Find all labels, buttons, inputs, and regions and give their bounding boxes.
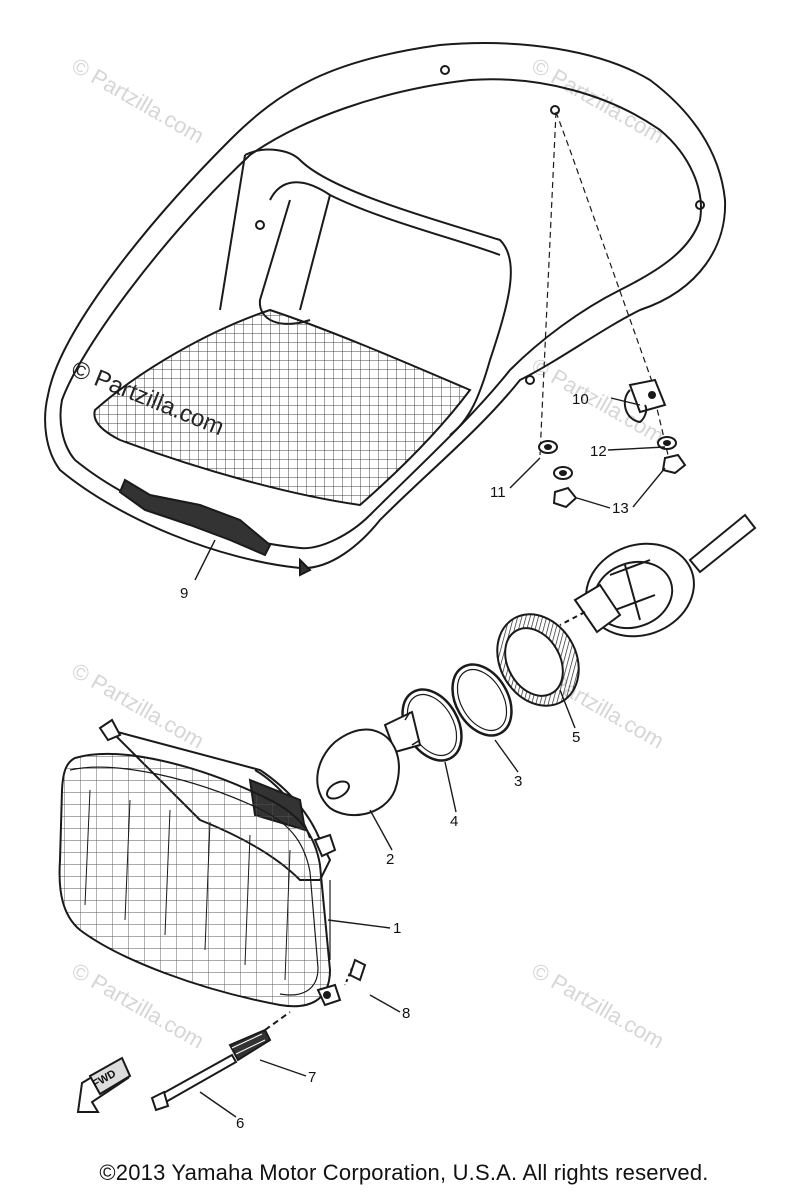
part-socket (559, 513, 757, 638)
callout-12: 12 (590, 443, 607, 460)
callout-2: 2 (386, 851, 394, 868)
leader-lines (194, 397, 666, 1118)
callout-8: 8 (402, 1005, 410, 1022)
callout-10: 10 (572, 391, 589, 408)
callouts: 9 10 11 12 13 5 3 4 2 1 8 7 6 (180, 391, 629, 1132)
part-cowl (44, 42, 727, 577)
part-screw-small (344, 958, 367, 986)
watermark-text: © Partzilla.com (68, 53, 209, 149)
part-headlight (58, 718, 342, 1008)
callout-9: 9 (180, 585, 188, 602)
watermark-text: © Partzilla.com (528, 53, 669, 149)
callout-11: 11 (490, 484, 506, 501)
screw-guide-lines (539, 111, 669, 456)
callout-4: 4 (450, 813, 458, 830)
callout-7: 7 (308, 1069, 316, 1086)
callout-3: 3 (514, 773, 522, 790)
part-gasket (451, 663, 513, 737)
callout-6: 6 (236, 1115, 244, 1132)
part-rim (496, 613, 580, 707)
part-hardware (538, 436, 687, 509)
fwd-arrow: FWD (76, 1056, 132, 1113)
callout-5: 5 (572, 729, 580, 746)
part-adjust-screw (150, 1011, 291, 1112)
callout-1: 1 (393, 920, 401, 937)
copyright-notice: ©2013 Yamaha Motor Corporation, U.S.A. A… (99, 1160, 709, 1185)
callout-13: 13 (612, 500, 629, 517)
part-bulb (316, 710, 422, 817)
watermark-text: © Partzilla.com (528, 958, 669, 1054)
